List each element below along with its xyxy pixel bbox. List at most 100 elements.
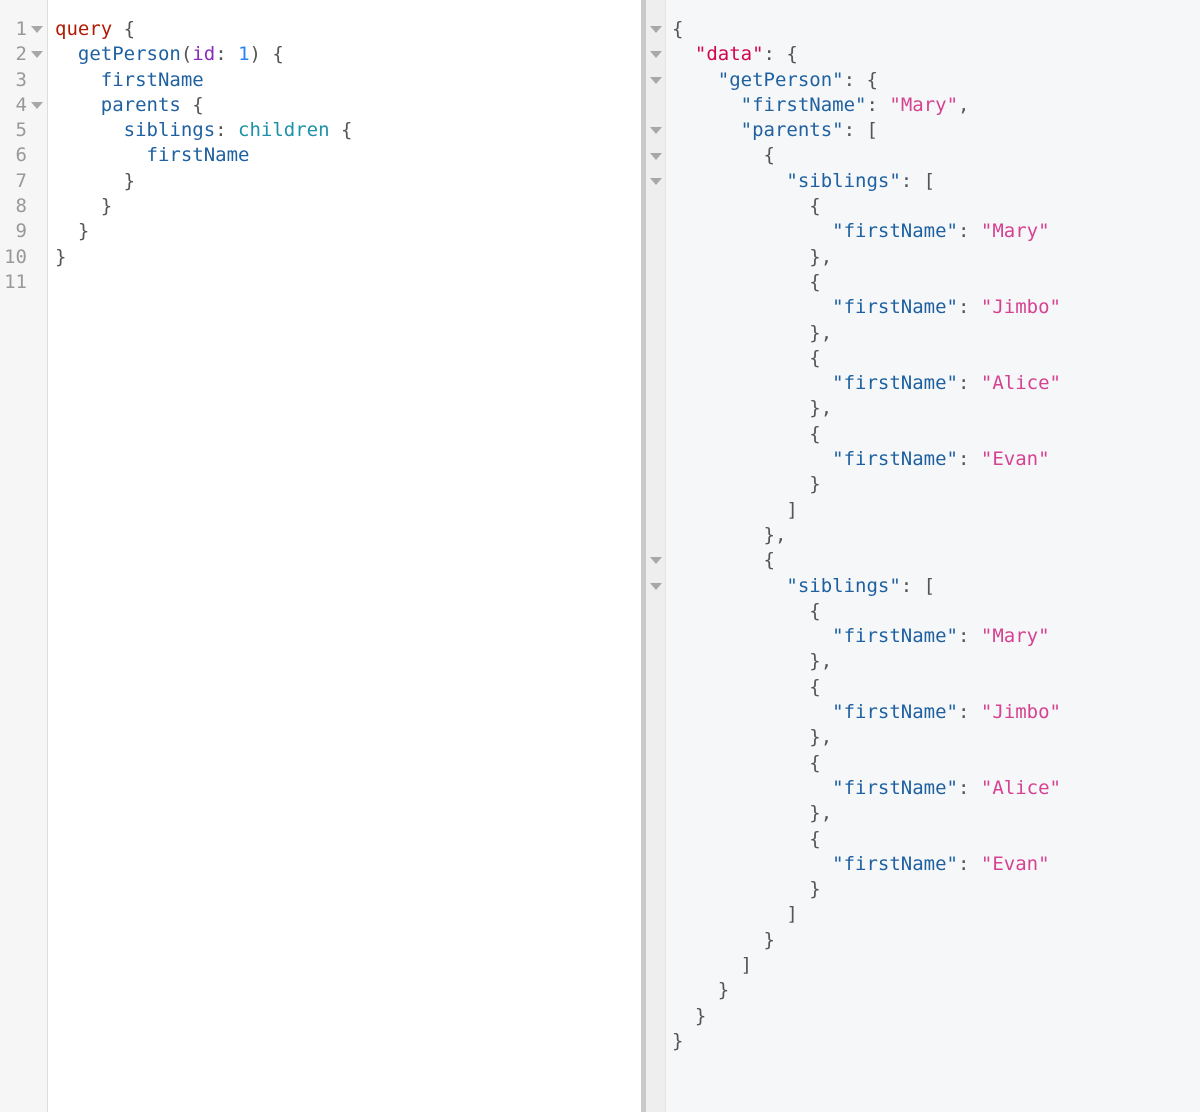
fold-gutter-spacer [646,725,666,750]
fold-toggle-icon[interactable] [646,17,666,42]
fold-gutter-spacer [646,371,666,396]
result-json-text: }, [672,523,787,546]
result-json-text: { [672,270,821,293]
result-json-line: { [646,548,1200,573]
chevron-down-icon [31,51,43,59]
result-json-line: }, [646,396,1200,421]
fold-gutter-spacer [646,1004,666,1029]
result-json-line: } [646,472,1200,497]
result-json-text: { [672,346,821,369]
pane-resize-divider[interactable] [641,0,646,1112]
result-json-line: "siblings": [ [646,574,1200,599]
result-json-text: "data": { [694,43,798,66]
result-json-text: }, [672,321,833,344]
result-json-text: { [672,549,775,572]
fold-gutter-spacer [646,852,666,877]
result-json-line: "firstName": "Jimbo" [646,295,1200,320]
chevron-down-icon [31,26,43,34]
fold-toggle-icon[interactable] [646,169,666,194]
result-json-line: { [646,270,1200,295]
fold-gutter-spacer [646,751,666,776]
fold-gutter-spacer [646,599,666,624]
fold-toggle-icon[interactable] [646,574,666,599]
fold-toggle-icon[interactable] [646,68,666,93]
chevron-down-icon [650,557,662,565]
fold-gutter-spacer [646,827,666,852]
chevron-down-icon [650,582,662,590]
result-json-text: "firstName": "Alice" [832,372,1061,395]
fold-gutter-spacer [646,422,666,447]
result-json-text: { [672,751,821,774]
fold-toggle-icon[interactable] [646,548,666,573]
fold-gutter-spacer [646,700,666,725]
query-code-line[interactable]: 5 siblings: children { [0,118,641,143]
fold-gutter-spacer [646,447,666,472]
query-code-text: siblings: children { [123,119,353,142]
line-number: 9 [15,220,27,243]
fold-gutter-spacer [27,143,47,168]
fold-toggle-icon[interactable] [27,17,47,42]
result-json-line: } [646,1004,1200,1029]
result-json-line: "firstName": "Evan" [646,447,1200,472]
result-json-text: }, [672,802,833,825]
chevron-down-icon [650,51,662,59]
query-code-text: getPerson(id: 1) { [77,43,284,66]
chevron-down-icon [650,127,662,135]
query-code-line[interactable]: 10} [0,245,641,270]
result-json-text: } [672,878,821,901]
fold-toggle-icon[interactable] [646,118,666,143]
result-json-line: }, [646,801,1200,826]
result-json-text: } [672,473,821,496]
query-code-line[interactable]: 11 [0,270,641,295]
fold-gutter-spacer [27,118,47,143]
query-code-text: } [55,169,136,192]
result-json-text: { [672,144,775,167]
result-fold-gutter [646,0,666,1112]
line-number: 3 [15,68,27,91]
result-json-line: "firstName": "Alice" [646,371,1200,396]
fold-toggle-icon[interactable] [27,93,47,118]
result-json-text: "siblings": [ [786,169,936,192]
fold-gutter-spacer [646,523,666,548]
query-code-line[interactable]: 4 parents { [0,93,641,118]
query-code-line[interactable]: 3 firstName [0,68,641,93]
result-json-line: "firstName": "Mary", [646,93,1200,118]
line-number: 7 [15,169,27,192]
result-json-text: }, [672,397,833,420]
editor-line-number-gutter [0,0,48,1112]
fold-toggle-icon[interactable] [27,42,47,67]
fold-gutter-spacer [646,270,666,295]
result-json-text: { [672,18,684,40]
fold-gutter-spacer [646,978,666,1003]
query-code-text: firstName [100,68,204,91]
result-json-text: { [672,675,821,698]
fold-toggle-icon[interactable] [646,143,666,168]
result-json-line: { [646,17,1200,42]
fold-toggle-icon[interactable] [646,42,666,67]
fold-gutter-spacer [646,1029,666,1054]
fold-gutter-spacer [27,270,47,295]
query-code-line[interactable]: 8 } [0,194,641,219]
result-json-text: "firstName": "Mary" [832,625,1050,648]
result-json-line: "parents": [ [646,118,1200,143]
result-json-text: }, [672,245,833,268]
fold-gutter-spacer [646,624,666,649]
fold-gutter-spacer [646,498,666,523]
query-code-line[interactable]: 9 } [0,219,641,244]
line-number: 8 [15,195,27,218]
fold-gutter-spacer [646,346,666,371]
query-code-line[interactable]: 7 } [0,169,641,194]
fold-gutter-spacer [646,649,666,674]
fold-gutter-spacer [27,68,47,93]
result-json-line: ] [646,902,1200,927]
fold-gutter-spacer [27,169,47,194]
result-json-text: } [672,979,730,1002]
query-code-text: firstName [146,144,250,167]
query-code-line[interactable]: 2 getPerson(id: 1) { [0,42,641,67]
result-json-text: }, [672,726,833,749]
result-json-line: "firstName": "Mary" [646,624,1200,649]
result-json-line: } [646,978,1200,1003]
query-code-line[interactable]: 6 firstName [0,143,641,168]
